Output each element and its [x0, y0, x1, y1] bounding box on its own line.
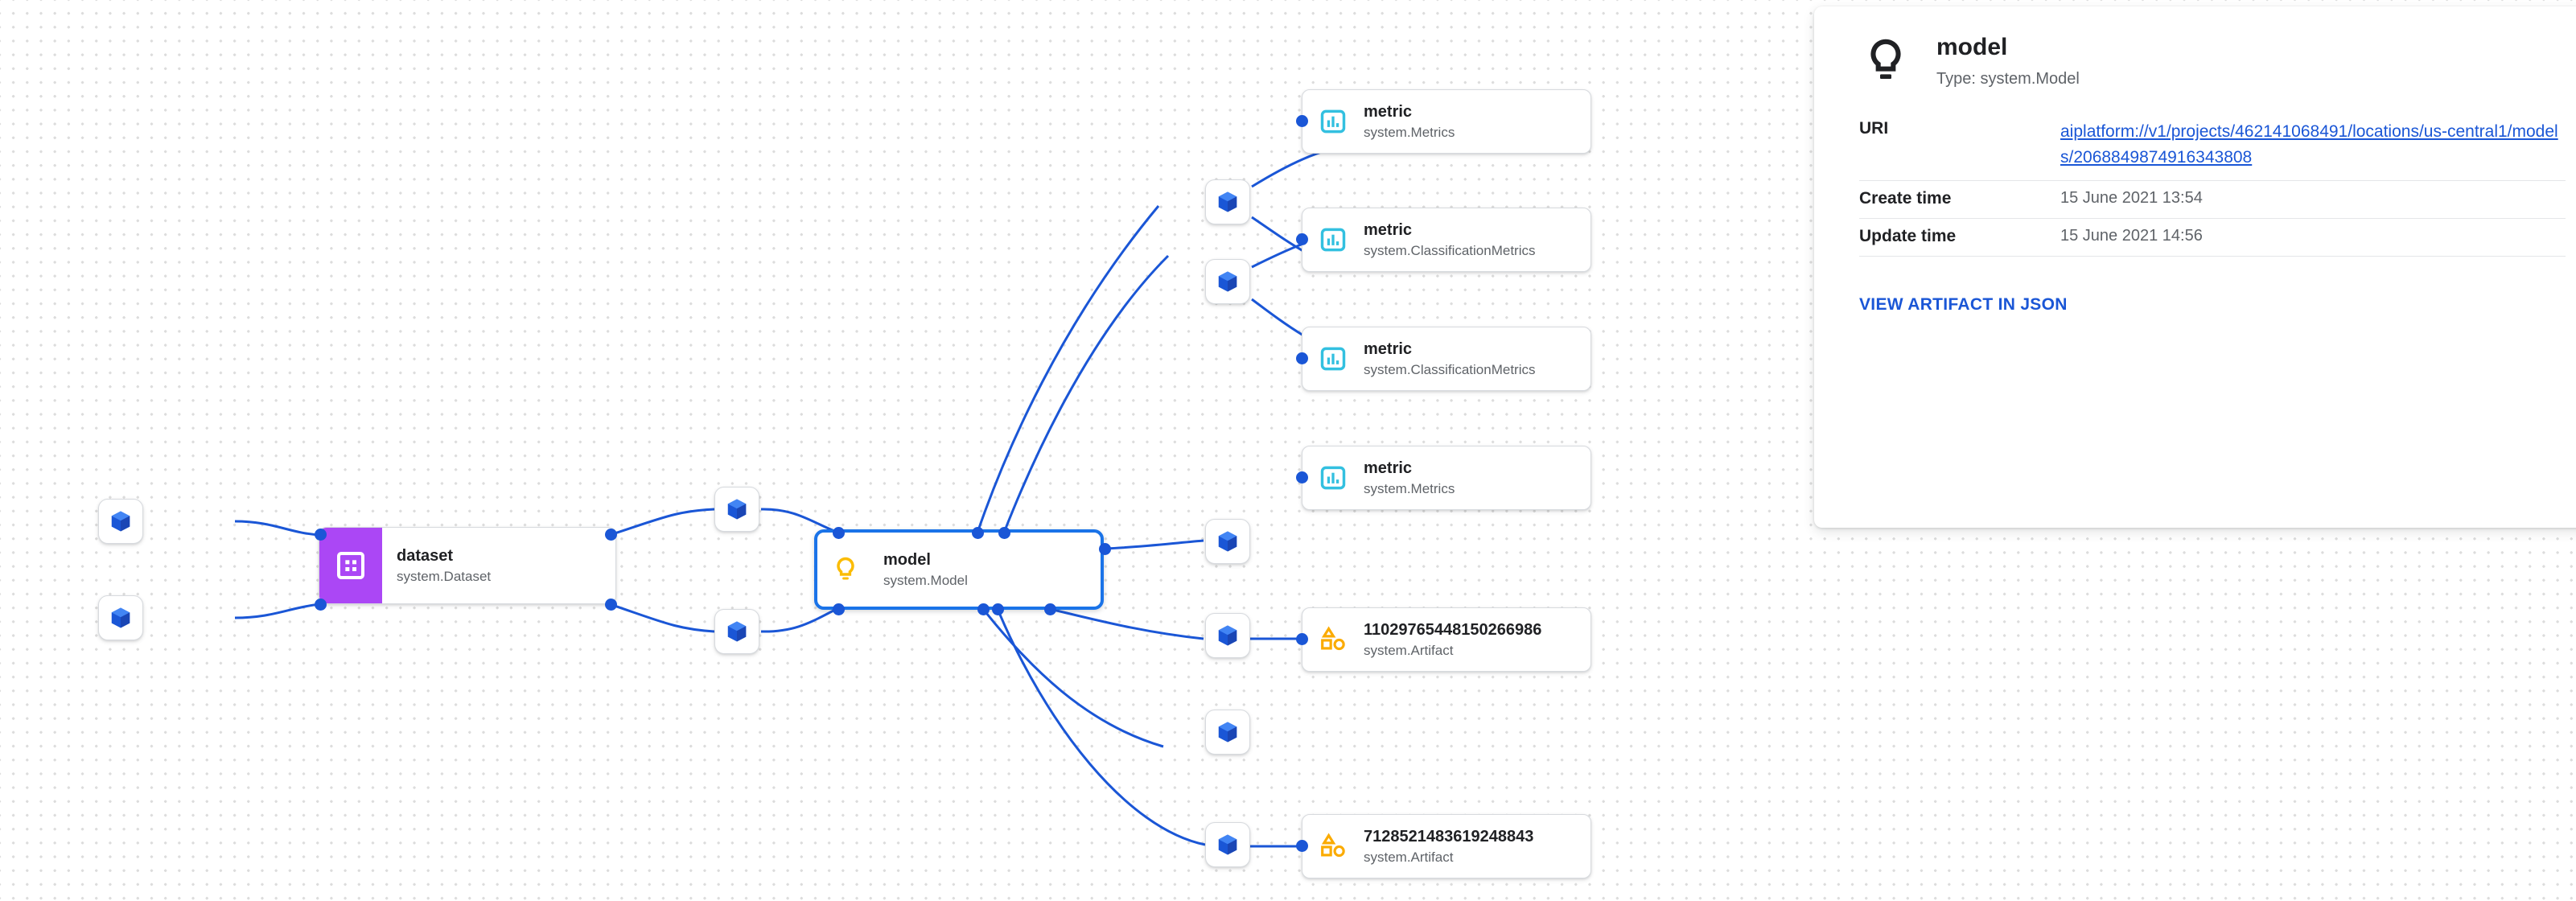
bar-chart-icon — [1302, 208, 1364, 271]
cube-icon — [109, 606, 133, 630]
node-type: system.Model — [883, 572, 968, 588]
node-title: metric — [1364, 102, 1413, 121]
metric-node[interactable]: metric system.ClassificationMetrics — [1302, 208, 1591, 272]
lightbulb-icon — [1859, 31, 1912, 90]
cube-icon — [1216, 720, 1240, 744]
cube-icon — [725, 619, 749, 644]
grid-icon — [319, 528, 382, 603]
node-title: metric — [1364, 220, 1413, 239]
uri-link[interactable]: aiplatform://v1/projects/462141068491/lo… — [2060, 122, 2558, 167]
bar-chart-icon — [1302, 327, 1364, 390]
bar-chart-icon — [1302, 446, 1364, 509]
node-title: metric — [1364, 459, 1413, 477]
execution-node-cube[interactable] — [98, 499, 143, 544]
cube-icon — [725, 497, 749, 521]
node-title: 7128521483619248843 — [1364, 827, 1534, 845]
node-type: system.ClassificationMetrics — [1364, 242, 1536, 258]
execution-node-cube[interactable] — [1205, 613, 1250, 658]
cube-icon — [1216, 190, 1240, 214]
cube-icon — [1216, 269, 1240, 294]
row-key: Create time — [1859, 180, 2060, 219]
table-row: Create time 15 June 2021 13:54 — [1859, 180, 2566, 219]
metric-node[interactable]: metric system.ClassificationMetrics — [1302, 327, 1591, 391]
node-type: system.Metrics — [1364, 480, 1455, 496]
node-title: 11029765448150266986 — [1364, 620, 1542, 639]
row-key: Update time — [1859, 218, 2060, 257]
dataset-node[interactable]: dataset system.Dataset — [319, 527, 616, 604]
row-value: aiplatform://v1/projects/462141068491/lo… — [2060, 111, 2566, 181]
execution-node-cube[interactable] — [1205, 710, 1250, 755]
lightbulb-icon — [817, 533, 874, 607]
shapes-icon — [1302, 608, 1364, 671]
table-row: URI aiplatform://v1/projects/46214106849… — [1859, 111, 2566, 181]
node-title: dataset — [397, 546, 454, 565]
cube-icon — [109, 509, 133, 533]
cube-icon — [1216, 833, 1240, 857]
node-type: system.ClassificationMetrics — [1364, 361, 1536, 377]
execution-node-cube[interactable] — [98, 595, 143, 640]
bar-chart-icon — [1302, 90, 1364, 153]
execution-node-cube[interactable] — [1205, 179, 1250, 224]
cube-icon — [1216, 529, 1240, 553]
view-artifact-in-json-button[interactable]: VIEW ARTIFACT IN JSON — [1859, 294, 2068, 314]
cube-icon — [1216, 623, 1240, 648]
artifact-node[interactable]: 7128521483619248843 system.Artifact — [1302, 814, 1591, 878]
node-type: system.Metrics — [1364, 124, 1455, 140]
execution-node-cube[interactable] — [714, 609, 759, 654]
panel-header: model Type: system.Model — [1859, 31, 2566, 111]
model-node[interactable]: model system.Model — [814, 529, 1104, 610]
metric-node[interactable]: metric system.Metrics — [1302, 446, 1591, 510]
row-value: 15 June 2021 13:54 — [2060, 180, 2566, 219]
details-table: URI aiplatform://v1/projects/46214106849… — [1859, 111, 2566, 257]
shapes-icon — [1302, 815, 1364, 878]
execution-node-cube[interactable] — [714, 487, 759, 532]
page-title: model — [1936, 34, 2008, 60]
node-type: system.Dataset — [397, 568, 492, 584]
node-title: model — [883, 550, 931, 569]
execution-node-cube[interactable] — [1205, 519, 1250, 564]
node-type: system.Artifact — [1364, 849, 1454, 865]
artifact-details-panel: model Type: system.Model URI aiplatform:… — [1814, 6, 2576, 528]
execution-node-cube[interactable] — [1205, 822, 1250, 867]
metric-node[interactable]: metric system.Metrics — [1302, 89, 1591, 154]
row-value: 15 June 2021 14:56 — [2060, 218, 2566, 257]
execution-node-cube[interactable] — [1205, 259, 1250, 304]
artifact-node[interactable]: 11029765448150266986 system.Artifact — [1302, 607, 1591, 672]
table-row: Update time 15 June 2021 14:56 — [1859, 218, 2566, 257]
row-key: URI — [1859, 111, 2060, 181]
node-title: metric — [1364, 339, 1413, 358]
node-type: system.Artifact — [1364, 642, 1454, 658]
panel-subtitle: Type: system.Model — [1936, 69, 2080, 88]
